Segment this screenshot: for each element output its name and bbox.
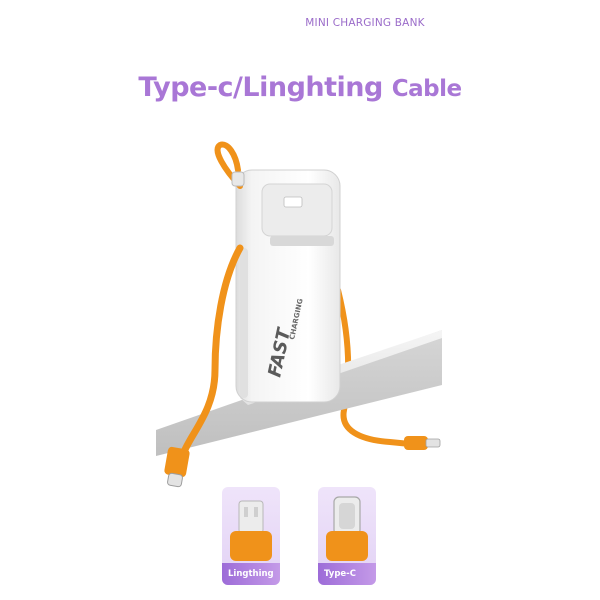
top-label: MINI CHARGING BANK [305, 17, 425, 29]
thumbnail-label: Lingthing [222, 563, 280, 585]
headline: Type-c/Linghting Cable [0, 72, 600, 103]
cable-left [176, 244, 244, 474]
cable-loop [214, 141, 243, 189]
thumbnail-lightning: Lingthing [222, 487, 280, 585]
cable-right [335, 287, 413, 447]
thumbnail-label: Type-C [318, 563, 376, 585]
type-c-connector-icon [326, 496, 368, 561]
thumbnail-type-c: Type-C [318, 487, 376, 585]
headline-main: Type-c/Linghting [138, 72, 383, 103]
power-bank: FAST CHARGING [235, 169, 341, 403]
headline-tail: Cable [391, 76, 462, 102]
lightning-connector-icon [230, 500, 272, 561]
